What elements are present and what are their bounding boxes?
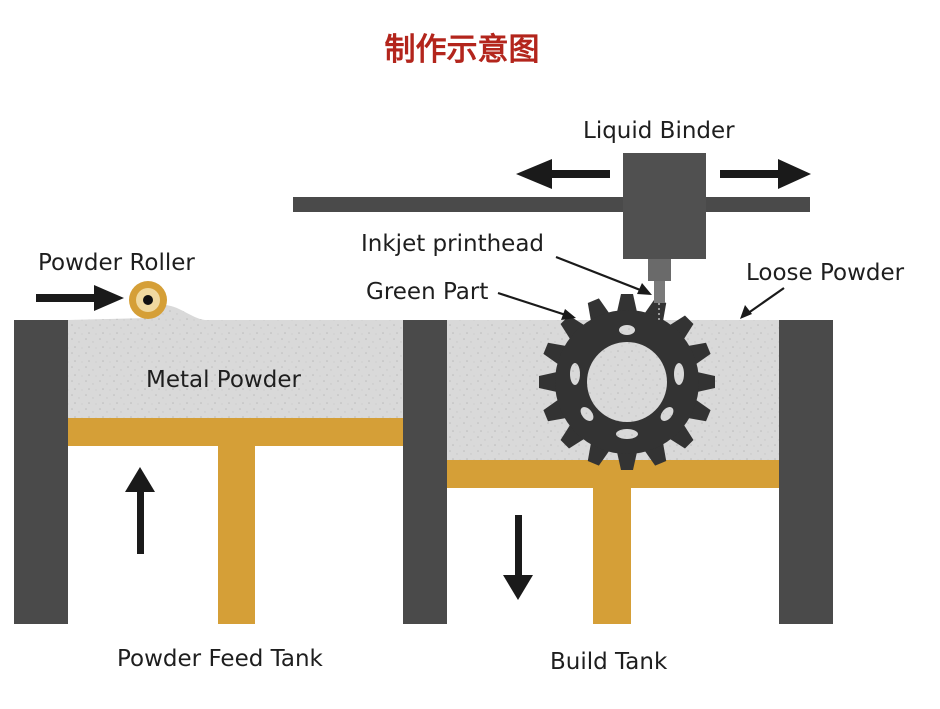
right-arrow-icon	[720, 159, 811, 189]
powder-roller-label: Powder Roller	[38, 250, 195, 276]
gear-tooth	[617, 452, 637, 470]
down-arrow-icon	[503, 515, 533, 600]
green-part-leader	[497, 291, 573, 319]
left-arrow-icon	[516, 159, 610, 189]
build-piston	[593, 488, 631, 624]
gear-tooth	[669, 315, 694, 340]
gear-icon	[539, 294, 715, 470]
feed-piston	[218, 446, 255, 624]
gantry-rail	[293, 197, 810, 212]
diagram-title: 制作示意图	[385, 32, 540, 68]
gear-tooth	[539, 372, 557, 392]
inkjet-printhead-leader	[555, 255, 649, 295]
inkjet-printhead-leader-head	[637, 283, 652, 295]
build-tank-label: Build Tank	[550, 649, 668, 675]
build-platform	[447, 460, 779, 488]
powder-feed-tank-label: Powder Feed Tank	[117, 646, 324, 672]
gear-tooth	[617, 294, 637, 312]
gear-tooth	[560, 424, 585, 449]
printhead-neck	[648, 259, 671, 281]
liquid-binder-label: Liquid Binder	[583, 118, 735, 144]
printhead-nozzle	[654, 281, 665, 303]
loose-powder-leader-head	[740, 305, 752, 319]
green-part-leader-head	[561, 309, 576, 320]
feed-platform	[68, 418, 405, 446]
roller-icon	[129, 281, 167, 319]
middle-wall	[403, 320, 447, 624]
loose-powder-label: Loose Powder	[746, 260, 905, 286]
inkjet-printhead-label: Inkjet printhead	[361, 231, 544, 257]
printhead-body	[623, 153, 706, 259]
metal-powder-label: Metal Powder	[146, 367, 301, 393]
build-tank-right-wall	[779, 320, 833, 624]
gear-tooth	[697, 372, 715, 392]
powder-roller-arrow	[36, 285, 124, 311]
green-part-label: Green Part	[366, 279, 488, 305]
powder-feed-tank	[14, 304, 405, 624]
up-arrow-icon	[125, 467, 155, 554]
gear-tooth	[560, 315, 585, 340]
feed-tank-left-wall	[14, 320, 68, 624]
loose-powder-leader	[743, 287, 785, 317]
metal-powder-bed	[68, 304, 405, 418]
gear-tooth	[669, 424, 694, 449]
